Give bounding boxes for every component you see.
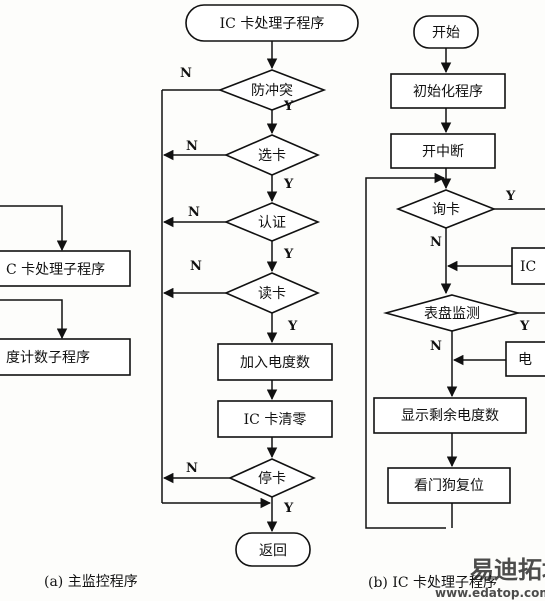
b-side-box-energy-label: 电: [518, 352, 532, 368]
a-no-label-d4: N: [190, 259, 202, 274]
watermark-logo-text: 易迪拓培训: [470, 556, 545, 584]
flowchart-a: IC 卡处理子程序 防冲突 N Y 选卡 N Y 认证 N Y 读卡 N Y: [44, 4, 359, 590]
b-no-label-d1: N: [430, 235, 442, 250]
a-no-label-d5: N: [186, 461, 198, 476]
b-side-box-ic-label: IC: [520, 259, 536, 275]
a-no-label-d2: N: [186, 139, 198, 154]
b-caption: (b) IC 卡处理子程序: [368, 575, 497, 591]
left-box-count: [0, 338, 131, 376]
a-process-add-energy: [217, 343, 333, 381]
left-box-count-label: 度计数子程序: [6, 350, 90, 366]
b-process-enable-int-label: 开中断: [422, 144, 464, 160]
a-end-terminator: [235, 532, 311, 567]
flowchart-b: 开始 初始化程序 开中断 询卡 Y N IC 表盘监测 Y N 电: [365, 15, 545, 591]
left-box-ic-process-label: C 卡处理子程序: [6, 262, 105, 278]
b-process-watchdog: [387, 467, 511, 504]
a-start-label: IC 卡处理子程序: [220, 16, 325, 32]
a-yes-label-d2: Y: [283, 177, 294, 192]
a-caption: (a) 主监控程序: [44, 574, 138, 590]
a-decision-anticollision-label: 防冲突: [251, 83, 293, 99]
a-yes-label-d4: Y: [287, 319, 298, 334]
b-yes-label-d2: Y: [519, 319, 530, 334]
left-partial-flowchart: C 卡处理子程序 度计数子程序: [0, 205, 131, 376]
b-loop-line: [365, 172, 446, 529]
watermark-url: www.edatop.com: [435, 586, 545, 600]
a-yes-label-d3: Y: [283, 247, 294, 262]
b-side-box-energy: [505, 341, 545, 377]
left-arrow-top: [0, 205, 68, 252]
a-end-label: 返回: [259, 543, 287, 559]
b-process-watchdog-label: 看门狗复位: [414, 477, 484, 494]
a-decision-stop-label: 停卡: [258, 470, 286, 487]
a-process-add-energy-label: 加入电度数: [240, 355, 310, 371]
a-no-label-d3: N: [188, 205, 200, 220]
watermark: 易迪拓培训 www.edatop.com: [435, 556, 545, 600]
a-no-label-d1: N: [180, 66, 192, 81]
b-decision-dial-monitor-label: 表盘监测: [424, 305, 480, 322]
b-start-label: 开始: [432, 25, 460, 41]
b-process-show-remaining: [373, 397, 527, 434]
a-process-clear-card-label: IC 卡清零: [244, 412, 307, 428]
b-process-init-label: 初始化程序: [413, 83, 483, 100]
left-box-ic-process: [0, 250, 131, 287]
a-process-clear-card: [217, 400, 333, 438]
a-decision-select-label: 选卡: [258, 148, 286, 164]
b-yes-label-d1: Y: [505, 189, 516, 204]
a-yes-label-d1: Y: [283, 99, 294, 114]
b-process-show-remaining-label: 显示剩余电度数: [401, 407, 499, 424]
a-decision-read-label: 读卡: [258, 285, 286, 302]
a-yes-label-d5: Y: [283, 501, 294, 516]
b-process-enable-int: [390, 133, 496, 169]
b-process-init: [390, 73, 506, 109]
b-no-label-d2: N: [430, 339, 442, 354]
left-arrow-bottom: [0, 299, 68, 340]
a-decision-auth-label: 认证: [258, 215, 286, 231]
b-decision-poll-card-label: 询卡: [432, 202, 460, 218]
